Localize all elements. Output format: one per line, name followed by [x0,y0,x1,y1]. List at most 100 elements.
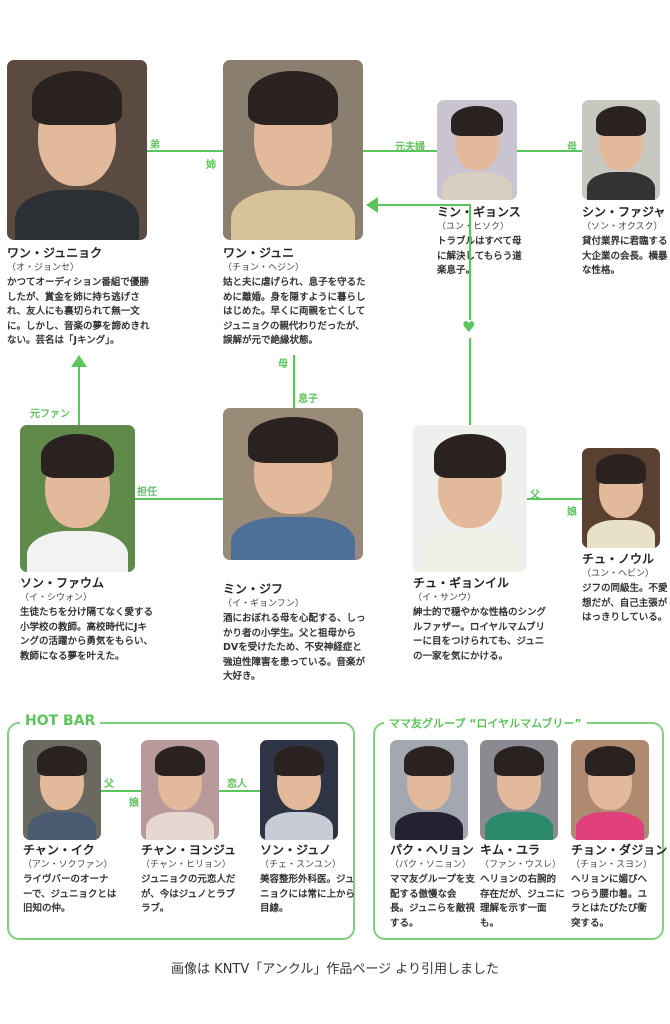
character-description: 生徒たちを分け隔てなく愛する小学校の教師。高校時代にJキングの活躍から勇気をもら… [20,607,154,662]
arrow-up-icon [71,355,87,367]
source-caption: 画像は KNTV「アンクル」作品ページ より引用しました [171,962,499,977]
relation-label: 元夫婦 [395,142,425,153]
relation-line [363,150,437,152]
character-name: キム・ユラ [480,843,541,857]
relation-line [469,338,471,425]
character-actor: （チョン・スヨン） [571,860,653,870]
relation-label: 娘 [129,798,139,809]
hair-shape [155,746,205,776]
character-photo [141,740,219,840]
relation-line [147,150,223,152]
body-shape [264,812,334,840]
character-photo [23,740,101,840]
character-photo [223,60,363,240]
relation-line [527,498,582,500]
relation-label: 恋人 [227,779,247,790]
character-description: ヘリョンの右腕的存在だが、ジュニに理解を示す一面も。 [480,874,565,929]
character-description: ジフの同級生。不愛想だが、自己主張がはっきりしている。 [582,583,668,623]
relation-line [517,150,582,152]
relation-label: 娘 [567,507,577,518]
body-shape [231,517,355,560]
character-name: シン・ファジャ [582,205,666,219]
character-photo [260,740,338,840]
hair-shape [404,746,454,776]
relation-line [135,498,223,500]
character-photo [571,740,649,840]
hot-bar-group-box [7,722,355,940]
relation-line [101,790,141,792]
body-shape [394,812,464,840]
hair-shape [32,70,122,125]
character-name: ミン・ギョンス [437,205,521,219]
character-name: チュ・ギョンイル [413,576,510,590]
character-actor: （イ・シウォン） [20,593,93,603]
relation-line [78,365,80,425]
character-photo [437,100,517,200]
body-shape [484,812,554,840]
character-description: 美容整形外科医。ジュニョクには常に上から目線。 [260,874,356,914]
relation-line [293,355,295,408]
character-actor: （ファン・ウスレ） [480,860,562,870]
character-photo [582,448,660,548]
character-description: ジュニョクの元恋人だが、今はジュノとラブラブ。 [141,874,236,914]
body-shape [575,812,645,840]
body-shape [441,172,513,200]
character-actor: （チェ・スンユン） [260,860,342,870]
body-shape [586,172,656,200]
character-actor: （チョン・ヘジン） [223,263,305,273]
character-description: ライヴバーのオーナーで、ジュニョクとは旧知の仲。 [23,874,117,914]
hair-shape [494,746,544,776]
hair-shape [433,433,507,478]
heart-icon: ♥ [462,318,476,336]
character-photo [390,740,468,840]
character-actor: （チャン・ヒリョン） [141,860,231,870]
hair-shape [274,746,324,776]
character-photo [480,740,558,840]
hair-shape [40,433,115,478]
character-description: 姑と夫に虐げられ、息子を守るために離婚。身を隠すように暮らしはじめた。早くに両親… [223,277,366,346]
body-shape [231,189,355,240]
hair-shape [451,106,503,136]
relation-label: 元ファン [30,409,70,420]
character-actor: （ソン・オクスク） [582,222,663,232]
character-photo [7,60,147,240]
hair-shape [248,417,338,463]
relation-label: 姉 [206,160,216,171]
character-description: かつてオーディション番組で優勝したが、賞金を姉に持ち逃げされ、友人にも裏切られて… [7,277,150,346]
character-name: パク・ヘリョン [390,843,474,857]
character-description: 紳士的で穏やかな性格のシングルファザー。ロイヤルマムブリーに目をつけられても、ジ… [413,607,547,662]
relation-label: 父 [104,779,114,790]
relation-label: 息子 [298,394,318,405]
character-name: チョン・ダジョン [571,843,668,857]
character-description: ヘリョンに媚びへつらう腰巾着。ユラとはたびたび衝突する。 [571,874,648,929]
hair-shape [596,454,646,484]
character-description: 酒におぼれる母を心配する、しっかり者の小学生。父と祖母からDVを受けたため、不安… [223,613,366,682]
character-actor: （パク・ソニョン） [390,860,471,870]
character-actor: （ユン・ヒソク） [437,222,510,232]
character-name: チュ・ノウル [582,552,655,566]
character-actor: （イ・ギョンフン） [223,599,304,609]
body-shape [15,189,139,240]
body-shape [586,520,656,548]
relation-line [469,205,471,320]
relation-label: 弟 [150,140,160,151]
hair-shape [585,746,635,776]
mama-group-title: ママ友グループ “ロイヤルマムブリー” [384,715,587,731]
hair-shape [248,70,338,125]
relation-line [219,790,260,792]
character-description: ママ友グループを支配する傲慢な会長。ジュニらを敵視する。 [390,874,475,929]
character-actor: （アン・ソクファン） [23,860,113,870]
body-shape [27,812,97,840]
body-shape [419,530,521,572]
relation-label: 母 [567,142,577,153]
relation-label: 父 [530,490,540,501]
character-photo [223,408,363,560]
character-photo [20,425,135,572]
character-name: チャン・ヨンジュ [141,843,237,857]
relation-line [378,204,471,206]
character-description: 貸付業界に君臨する大企業の会長。横暴な性格。 [582,236,668,276]
character-name: ワン・ジュニョク [7,246,103,260]
hair-shape [596,106,646,136]
character-actor: （ユン・ヘビン） [582,569,655,579]
character-photo [413,425,527,572]
